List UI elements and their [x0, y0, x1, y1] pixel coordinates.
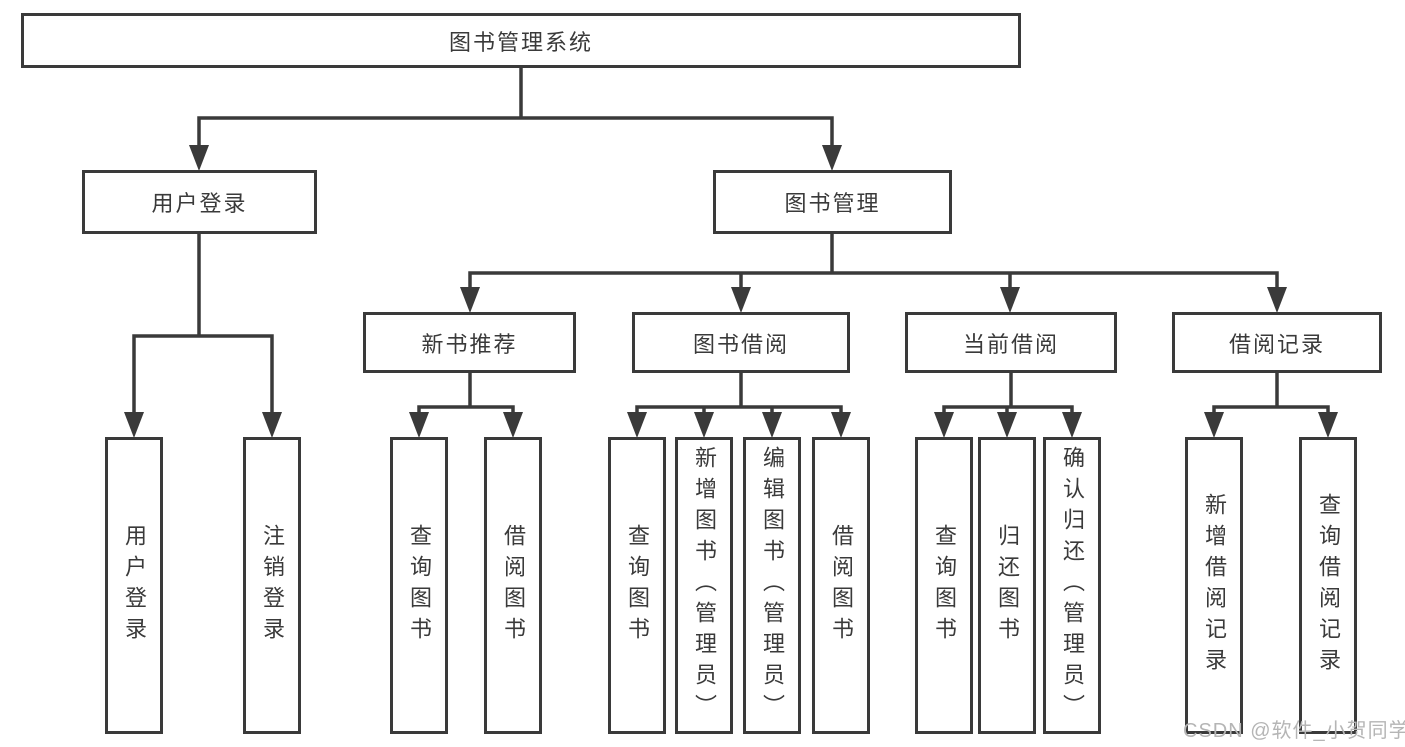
csdn-watermark: CSDN @软件_小贺同学 — [1183, 720, 1405, 742]
node-book-management-label: 图书管理 — [784, 191, 881, 216]
node-borrow-records: 借阅记录 — [1172, 312, 1382, 373]
connector-bookmgmt-to-level3 — [468, 232, 1279, 292]
leaf-query-borrow-record-label: 查询借阅记录 — [1316, 492, 1341, 679]
arrow-down-icon — [694, 412, 714, 438]
leaf-borrow-books-2: 借阅图书 — [812, 437, 870, 734]
node-root-label: 图书管理系统 — [448, 29, 593, 55]
arrow-down-icon — [1267, 287, 1287, 313]
leaf-borrow-books-1-label: 借阅图书 — [501, 523, 526, 648]
connector-userlogin-to-leaves — [132, 232, 274, 416]
arrowheads — [124, 145, 1338, 438]
leaf-borrow-books-1: 借阅图书 — [484, 437, 542, 734]
leaf-add-borrow-record-label: 新增借阅记录 — [1202, 492, 1227, 679]
arrow-down-icon — [1062, 412, 1082, 438]
leaf-query-books-3-label: 查询图书 — [932, 523, 957, 648]
node-book-borrow: 图书借阅 — [632, 312, 850, 373]
arrow-down-icon — [460, 287, 480, 313]
node-user-login: 用户登录 — [82, 170, 317, 234]
node-new-book-recommend-label: 新书推荐 — [421, 331, 518, 357]
arrow-down-icon — [503, 412, 523, 438]
connector-newbook-to-leaves — [417, 371, 515, 416]
leaf-query-books-1: 查询图书 — [390, 437, 448, 734]
leaf-confirm-return-admin: 确认归还（管理员） — [1043, 437, 1101, 734]
leaf-user-login: 用户登录 — [105, 437, 163, 734]
connector-root-to-level2 — [197, 66, 834, 149]
node-root: 图书管理系统 — [21, 13, 1021, 68]
leaf-return-book-label: 归还图书 — [995, 523, 1020, 648]
connector-bookborrow-to-leaves — [635, 371, 843, 416]
leaf-user-login-label: 用户登录 — [122, 523, 147, 648]
arrow-down-icon — [627, 412, 647, 438]
node-current-borrow: 当前借阅 — [905, 312, 1117, 373]
leaf-query-books-3: 查询图书 — [915, 437, 973, 734]
leaf-query-books-2-label: 查询图书 — [625, 523, 650, 648]
arrow-down-icon — [1000, 287, 1020, 313]
leaf-add-book-admin: 新增图书（管理员） — [675, 437, 733, 734]
leaf-logout-label: 注销登录 — [260, 523, 285, 648]
leaf-add-borrow-record: 新增借阅记录 — [1185, 437, 1243, 734]
node-current-borrow-label: 当前借阅 — [962, 331, 1059, 357]
arrow-down-icon — [762, 412, 782, 438]
arrow-down-icon — [822, 145, 842, 171]
node-book-management: 图书管理 — [713, 170, 952, 234]
leaf-borrow-books-2-label: 借阅图书 — [829, 523, 854, 648]
node-book-borrow-label: 图书借阅 — [692, 331, 789, 357]
leaf-confirm-return-admin-label: 确认归还（管理员） — [1060, 446, 1085, 725]
leaf-query-books-2: 查询图书 — [608, 437, 666, 734]
arrow-down-icon — [934, 412, 954, 438]
node-new-book-recommend: 新书推荐 — [363, 312, 576, 373]
leaf-edit-book-admin-label: 编辑图书（管理员） — [760, 446, 785, 725]
arrow-down-icon — [831, 412, 851, 438]
node-borrow-records-label: 借阅记录 — [1228, 331, 1325, 357]
arrow-down-icon — [262, 412, 282, 438]
leaf-edit-book-admin: 编辑图书（管理员） — [743, 437, 801, 734]
connector-borrowrecords-to-leaves — [1212, 371, 1330, 416]
leaf-return-book: 归还图书 — [978, 437, 1036, 734]
arrow-down-icon — [409, 412, 429, 438]
arrow-down-icon — [124, 412, 144, 438]
leaf-query-borrow-record: 查询借阅记录 — [1299, 437, 1357, 734]
connector-currentborrow-to-leaves — [942, 371, 1074, 416]
arrow-down-icon — [731, 287, 751, 313]
leaf-add-book-admin-label: 新增图书（管理员） — [692, 446, 717, 725]
arrow-down-icon — [997, 412, 1017, 438]
arrow-down-icon — [1204, 412, 1224, 438]
arrow-down-icon — [1318, 412, 1338, 438]
leaf-logout: 注销登录 — [243, 437, 301, 734]
arrow-down-icon — [189, 145, 209, 171]
node-user-login-label: 用户登录 — [151, 191, 248, 216]
leaf-query-books-1-label: 查询图书 — [407, 523, 432, 648]
